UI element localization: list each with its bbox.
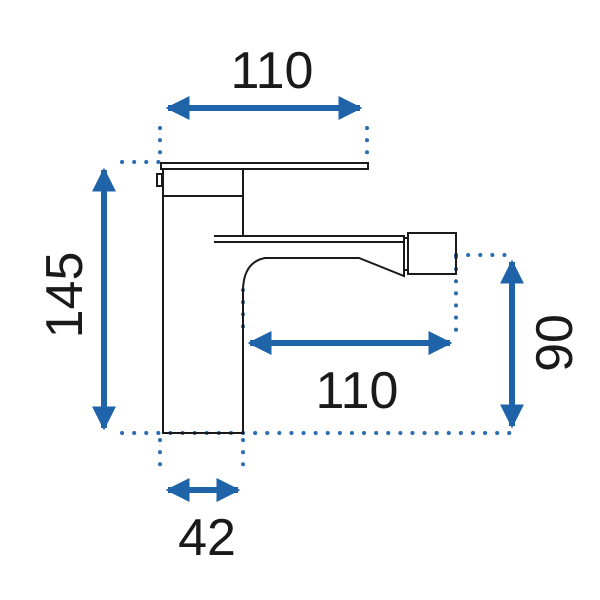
faucet-body xyxy=(162,169,405,434)
handle-cap xyxy=(156,173,163,187)
label-spout-reach: 110 xyxy=(316,362,399,420)
dimension-arrows xyxy=(92,96,524,502)
lever-handle xyxy=(160,162,369,170)
faucet-outline xyxy=(156,162,457,434)
label-total-height: 145 xyxy=(36,252,94,339)
label-top-width: 110 xyxy=(231,42,314,100)
spout-nozzle xyxy=(407,232,457,275)
label-spout-height: 90 xyxy=(526,314,584,372)
label-base-width: 42 xyxy=(178,509,236,567)
